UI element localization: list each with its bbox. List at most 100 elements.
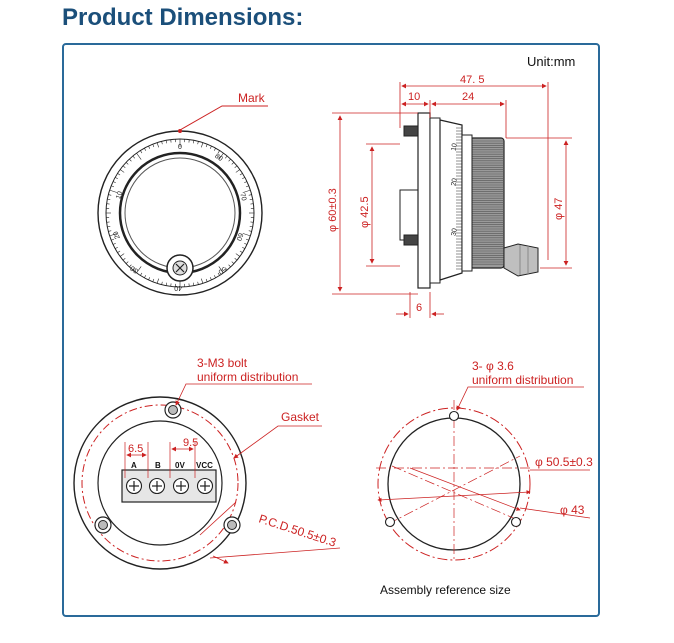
unit-label: Unit:mm <box>527 54 575 69</box>
mount-hole-right <box>510 516 522 528</box>
front-tick-marks <box>106 139 254 287</box>
dial-tick <box>115 177 118 180</box>
terminal-A: A <box>131 461 137 470</box>
dial-tick <box>218 266 224 274</box>
terminal-B: B <box>155 461 161 470</box>
dial-tick <box>205 144 208 148</box>
dial-tick <box>156 278 159 284</box>
dial-tick <box>165 282 167 286</box>
dim-mount-pcd: φ 50.5±0.3 <box>535 455 593 469</box>
mark-leader <box>179 105 268 131</box>
dial-tick <box>129 264 132 268</box>
dial-tick <box>197 281 199 285</box>
dial-tick <box>119 253 125 257</box>
dim-6: 6 <box>416 302 422 314</box>
dial-tick <box>245 238 249 241</box>
front-inner-ring-2 <box>124 157 236 269</box>
dial-tick <box>144 275 147 278</box>
dim-9-5: 9.5 <box>183 437 198 449</box>
dial-tick <box>136 152 142 160</box>
dial-tick <box>242 189 251 193</box>
dial-tick <box>239 173 243 176</box>
mark-label: Mark <box>238 91 266 105</box>
dial-tick <box>244 242 248 245</box>
dial-tick <box>201 278 204 284</box>
dial-num-30: 30 <box>129 264 139 274</box>
dial-tick <box>152 278 155 282</box>
dial-tick <box>248 230 252 232</box>
diagram-frame <box>62 43 600 617</box>
dial-tick <box>136 266 142 274</box>
dial-tick <box>209 277 212 281</box>
dial-num-40: 40 <box>174 284 182 291</box>
back-pcd-circle <box>81 404 239 562</box>
back-bolt-top <box>164 401 182 419</box>
dial-tick <box>144 148 147 151</box>
dial-tick <box>119 169 125 173</box>
mount-hole-left <box>384 516 396 528</box>
side-view: 20 10 30 47. 5 10 24 φ 60±0.3 φ 42.5 <box>327 74 572 318</box>
back-bolt-left <box>94 516 112 534</box>
dial-tick <box>193 282 195 286</box>
dim-knob-dia: φ 47 <box>553 198 565 220</box>
dial-tick <box>108 194 112 196</box>
dial-tick <box>249 198 253 200</box>
dial-tick <box>107 226 111 228</box>
dial-tick <box>234 165 238 168</box>
dial-num-60: 60 <box>235 232 244 242</box>
dial-tick <box>234 258 238 261</box>
dial-tick <box>225 267 228 271</box>
dial-tick <box>156 142 159 148</box>
dial-tick <box>231 261 235 264</box>
dial-tick <box>140 272 143 276</box>
dial-tick <box>165 140 167 144</box>
mount-view: 3- φ 3.6 uniform distribution φ 50.5±0.3… <box>376 359 593 597</box>
dial-tick <box>109 233 118 237</box>
dial-tick <box>161 281 163 285</box>
bolt-label-2: uniform distribution <box>197 370 298 384</box>
dial-tick <box>111 185 115 188</box>
dial-num-0: 0 <box>178 144 182 151</box>
dial-tick <box>111 238 115 241</box>
side-scale-20: 20 <box>451 178 459 187</box>
pcd-label: P.C.D.50.5±0.3 <box>257 512 338 550</box>
dim-inner-dia: φ 42.5 <box>359 196 371 228</box>
page-title: Product Dimensions: <box>62 4 304 31</box>
dial-tick <box>239 250 243 253</box>
dial-tick <box>112 181 116 184</box>
dial-tick <box>115 246 118 249</box>
dial-num-50: 50 <box>217 265 227 275</box>
dial-tick <box>228 158 231 162</box>
dim-24: 24 <box>462 91 474 103</box>
dial-tick <box>228 264 231 268</box>
dial-tick <box>112 242 116 245</box>
dial-tick <box>122 165 126 168</box>
dial-tick <box>122 258 126 261</box>
dial-tick <box>132 267 135 271</box>
dial-num-80: 80 <box>213 153 223 163</box>
dial-tick <box>242 233 251 237</box>
dial-num-10: 10 <box>115 190 124 200</box>
dial-tick <box>148 145 151 149</box>
dial-tick <box>242 177 245 180</box>
dial-tick <box>231 162 235 165</box>
dial-tick <box>197 141 199 145</box>
dial-tick <box>205 278 208 282</box>
dial-tick <box>217 150 220 154</box>
dial-num-20: 20 <box>113 230 122 240</box>
dial-tick <box>213 275 216 278</box>
dial-tick <box>117 250 121 253</box>
side-tick-marks <box>456 127 462 270</box>
bolt-label-1: 3-M3 bolt <box>197 356 248 370</box>
dial-tick <box>107 198 111 200</box>
side-scale-30: 30 <box>451 228 459 237</box>
dial-num-70: 70 <box>238 192 247 201</box>
dial-tick <box>244 181 248 184</box>
dial-tick <box>132 155 135 159</box>
dial-tick <box>218 152 224 160</box>
dial-tick <box>213 148 216 151</box>
dial-tick <box>248 194 252 196</box>
hole-label-1: 3- φ 3.6 <box>472 359 514 373</box>
dial-tick <box>193 140 195 144</box>
